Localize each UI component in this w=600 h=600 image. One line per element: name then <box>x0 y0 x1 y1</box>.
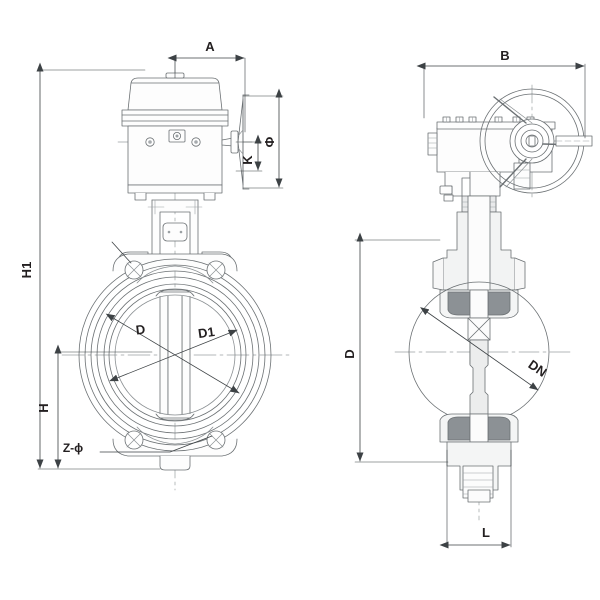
left-view-group <box>36 54 293 491</box>
dimension-D1-left <box>109 329 238 382</box>
dimension-label-DN: DN <box>526 357 550 380</box>
dimension-H <box>54 344 153 469</box>
dimension-label-L: L <box>482 525 490 540</box>
valve-bolt-holes <box>124 260 226 450</box>
handwheel <box>479 88 593 194</box>
actuator-housing <box>127 125 223 201</box>
dimension-H1 <box>36 62 161 470</box>
dimension-labels: A B Φ K H1 H D D1 Z-ϕ D DN L <box>19 39 550 540</box>
dimension-DN <box>420 307 539 391</box>
dimension-L <box>439 449 512 549</box>
dimension-label-Zphi: Z-ϕ <box>63 441 83 455</box>
valve-body-top-section <box>439 289 519 319</box>
dimension-label-K: K <box>240 155 255 165</box>
dimension-label-D-right: D <box>342 349 357 358</box>
actuator-top-cover <box>127 72 223 111</box>
valve-body-outline <box>78 251 272 471</box>
dimension-label-A: A <box>205 39 215 54</box>
dimension-label-B: B <box>500 48 509 63</box>
dimension-label-D-left: D <box>135 322 146 338</box>
right-view-group <box>354 62 593 549</box>
dimension-B <box>416 62 586 139</box>
valve-neck-and-stem <box>432 195 526 293</box>
dimension-label-H: H <box>36 403 51 412</box>
dimension-D-right <box>354 232 449 463</box>
dimension-label-PHI: Φ <box>262 136 277 147</box>
bolt-leader-upper <box>111 241 132 264</box>
dimension-label-H1: H1 <box>19 262 34 279</box>
dimension-K <box>235 134 263 172</box>
dimension-label-D1: D1 <box>197 324 216 341</box>
actuator-flange-band <box>121 109 229 127</box>
dimension-A <box>167 54 246 133</box>
valve-body-bottom-section <box>439 413 519 503</box>
dimension-PHI <box>242 88 284 189</box>
dimension-Zphi-leader <box>99 435 213 453</box>
